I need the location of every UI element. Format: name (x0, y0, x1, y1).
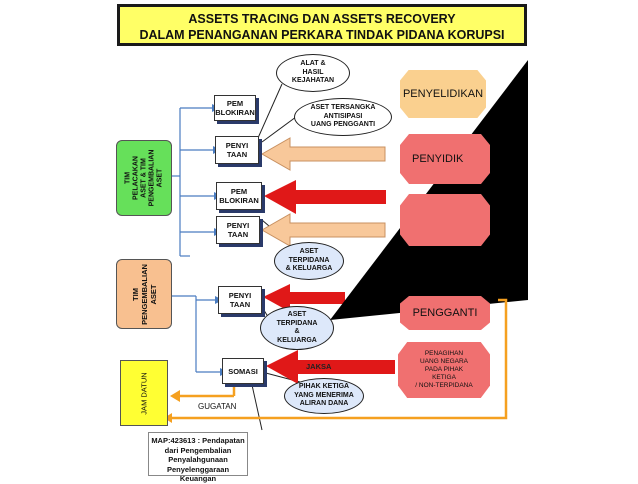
penagihan-line-1: PENAGIHAN (424, 350, 464, 357)
diagram-title: ASSETS TRACING DAN ASSETS RECOVERY DALAM… (117, 4, 527, 46)
tim-pelacakan-box: TIM PELACAKAN ASET & TIM PENGEMBALIAN AS… (116, 140, 172, 216)
jam-datun-box: JAM DATUN (120, 360, 168, 426)
penagihan-stage: PENAGIHAN UANG NEGARA PADA PIHAK KETIGA … (398, 342, 490, 398)
alat-hasil-line-3: KEJAHATAN (291, 77, 335, 85)
pemblokiran-box-2: PEM BLOKIRAN (216, 182, 262, 210)
arrow-red-pemblokiran (264, 180, 386, 214)
black-redaction (330, 60, 528, 320)
penyitaan-2-line-2: TAAN (227, 230, 249, 239)
arrow-red-penyitaan (263, 284, 345, 312)
jam-datun-label: JAM DATUN (139, 371, 149, 415)
title-line-2: DALAM PENANGANAN PERKARA TINDAK PIDANA K… (139, 28, 505, 42)
aset-terpidana-1-line-3: & KELUARGA (285, 265, 333, 273)
penyitaan-box-2: PENYI TAAN (216, 216, 260, 244)
alat-hasil-line-1: ALAT & (300, 60, 326, 68)
penyelidikan-stage: PENYELIDIKAN (400, 70, 486, 118)
aset-tersangka-line-3: UANG PENGGANTI (310, 121, 376, 129)
penagihan-line-2: UANG NEGARA (419, 358, 469, 365)
aset-terpidana-2-line-3: & (294, 328, 300, 335)
pemblokiran-2-line-2: BLOKIRAN (219, 196, 259, 205)
pemblokiran-2-line-1: PEM (230, 187, 248, 196)
aset-terpidana-2-line-2: TERPIDANA (276, 319, 318, 327)
aset-terpidana-2-line-1: ASET (287, 311, 307, 318)
tim-pengembalian-box: TIM PENGEMBALIAN ASET (116, 259, 172, 329)
penyitaan-3-line-1: PENYI (228, 291, 252, 300)
somasi-box: SOMASI (222, 358, 264, 384)
note-line-2: dari Pengembalian (164, 445, 232, 455)
aset-terpidana-ellipse-2: ASET TERPIDANA & KELUARGA (260, 306, 334, 350)
penyitaan-1-line-1: PENYI (225, 141, 249, 150)
pengganti-label: PENGGANTI (412, 307, 478, 319)
title-line-1: ASSETS TRACING DAN ASSETS RECOVERY (188, 12, 456, 26)
alat-hasil-line-2: HASIL (302, 68, 324, 76)
pihak-ketiga-line-3: ALIRAN DANA (299, 400, 349, 408)
aset-terpidana-1-line-2: TERPIDANA (288, 256, 330, 264)
gugatan-label: GUGATAN (198, 402, 237, 411)
penyitaan-2-line-1: PENYI (226, 221, 250, 230)
penyelidikan-label: PENYELIDIKAN (402, 88, 484, 100)
arrow-red-somasi (266, 350, 395, 384)
pihak-ketiga-line-1: PIHAK KETIGA (298, 383, 350, 391)
alat-hasil-kejahatan-ellipse: ALAT & HASIL KEJAHATAN (276, 54, 350, 92)
note-line-1: MAP:423613 : Pendapatan (151, 436, 245, 445)
penyitaan-box-1: PENYI TAAN (215, 136, 259, 164)
aset-terpidana-2-line-4: KELUARGA (277, 336, 317, 344)
penyitaan-box-3: PENYI TAAN (218, 286, 262, 314)
note-line-4: Penyelenggaraan Keuangan (166, 464, 230, 484)
tim-pengembalian-label: TIM PENGEMBALIAN ASET (130, 263, 158, 325)
aset-terpidana-1-line-1: ASET (299, 248, 319, 256)
pemblokiran-1-line-1: PEM (226, 99, 244, 108)
aset-tersangka-ellipse: ASET TERSANGKA ANTISIPASI UANG PENGGANTI (294, 98, 392, 136)
penyitaan-3-line-2: TAAN (229, 300, 251, 309)
pihak-ketiga-line-2: YANG MENERIMA (294, 391, 354, 399)
aset-tersangka-line-1: ASET TERSANGKA (310, 104, 376, 112)
penagihan-line-4: KETIGA (432, 374, 456, 381)
map-note-box: MAP:423613 : Pendapatan dari Pengembalia… (148, 432, 248, 483)
pihak-ketiga-ellipse: PIHAK KETIGA YANG MENERIMA ALIRAN DANA (284, 378, 364, 414)
jaksa-label: JAKSA (306, 362, 332, 371)
tim-pelacakan-label: TIM PELACAKAN ASET & TIM PENGEMBALIAN AS… (124, 149, 163, 207)
penyitaan-1-line-2: TAAN (226, 150, 248, 159)
aset-tersangka-line-2: ANTISIPASI (323, 112, 363, 120)
aset-terpidana-ellipse-1: ASET TERPIDANA & KELUARGA (274, 242, 344, 280)
stage-middle-redacted (400, 194, 490, 246)
pemblokiran-1-line-2: BLOKIRAN (215, 108, 255, 117)
arrow-penyidikan-to-penyitaan-2 (260, 213, 386, 247)
note-line-3: Penyalahgunaan (168, 455, 228, 464)
penagihan-line-5: / NON-TERPIDANA (415, 382, 473, 389)
arrow-penyidikan-to-penyitaan (260, 137, 386, 171)
penyidikan-label: PENYIDIK (412, 153, 464, 165)
penyidikan-stage: PENYIDIK (400, 134, 490, 184)
pengganti-stage: PENGGANTI (400, 296, 490, 330)
somasi-label: SOMASI (228, 366, 258, 376)
penagihan-line-3: PADA PIHAK (424, 366, 464, 373)
pemblokiran-box-1: PEM BLOKIRAN (214, 95, 256, 121)
